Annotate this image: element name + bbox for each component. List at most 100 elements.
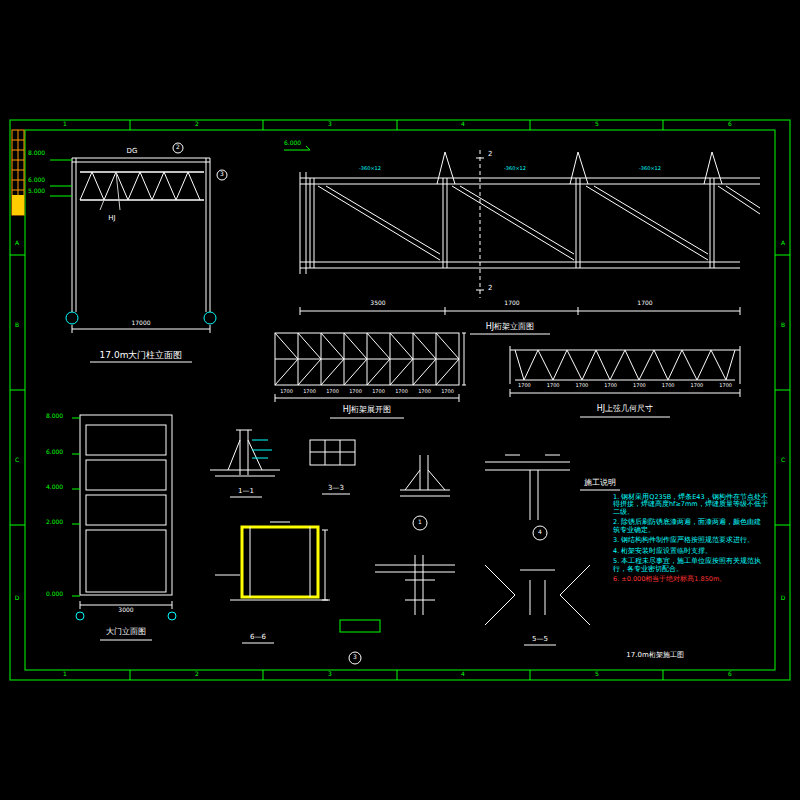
elevation-mark: 5.000 — [28, 188, 45, 195]
truss-elevation-part — [470, 334, 550, 335]
elevation-mark: 8.000 — [46, 413, 63, 420]
dimension: 3500 — [370, 300, 385, 307]
section-details-part — [210, 430, 280, 476]
elevation-mark: 0.000 — [46, 591, 63, 598]
dimension: 1700 — [518, 383, 531, 389]
elevation-mark: 4.000 — [46, 484, 63, 491]
section-details-part — [413, 516, 427, 530]
truss-plan-grid — [275, 333, 466, 418]
section-mark: 2 — [488, 284, 492, 292]
drawing-border-part — [10, 120, 790, 680]
door-elevation-part — [86, 530, 166, 592]
drawing-border — [10, 120, 790, 680]
dimension: 1700 — [441, 389, 454, 395]
section-details-part — [322, 494, 350, 495]
notes-heading-rule-part — [580, 490, 620, 491]
connection-details-part — [524, 645, 556, 646]
truss-top-chord — [510, 346, 740, 417]
callout-number: 3 — [220, 171, 224, 178]
frame-section-part — [242, 527, 318, 597]
dimension: 1700 — [303, 389, 316, 395]
revision-block-part — [12, 130, 24, 215]
notes-heading: 施工说明 — [584, 478, 616, 487]
view-title: HJ上弦几何尺寸 — [597, 404, 653, 413]
dimension: 17000 — [131, 320, 150, 327]
detail-number: 4 — [538, 529, 542, 536]
grid-number: 5 — [595, 671, 599, 678]
member-name: DG — [127, 147, 138, 155]
section-details-part — [310, 440, 355, 465]
elevation-mark: 2.000 — [46, 519, 63, 526]
revision-block-part — [12, 130, 24, 215]
dimension: 1700 — [719, 383, 732, 389]
grid-number: 2 — [195, 121, 199, 128]
grid-letter: B — [781, 322, 785, 329]
truss-plan-grid-part — [275, 333, 459, 385]
construction-note: 5. 本工程未尽事宜，施工单位应按照有关规范执行，各专业密切配合。 — [613, 558, 768, 573]
notes-heading-rule — [580, 490, 620, 491]
elevation-mark: 6.000 — [28, 177, 45, 184]
construction-note: 1. 钢材采用Q235B，焊条E43，钢构件在节点处不得拼接，焊缝高度hf≥7m… — [613, 494, 768, 516]
dimension: 3000 — [118, 607, 133, 614]
truss-top-chord-part — [515, 350, 735, 380]
portal-frame-part — [90, 362, 192, 363]
revision-block — [12, 130, 24, 215]
truss-elevation-part — [300, 307, 740, 315]
grid-letter: A — [15, 240, 19, 247]
truss-elevation-part — [300, 178, 760, 268]
portal-frame-part — [204, 312, 216, 324]
drawing-title: 17.0m桁架施工图 — [626, 651, 683, 659]
grid-number: 1 — [63, 121, 67, 128]
portal-frame-part — [72, 325, 210, 333]
plate-size: -360×12 — [639, 166, 661, 172]
truss-plan-grid-part — [275, 333, 459, 385]
member-name: HJ — [108, 214, 115, 222]
truss-plan-grid-part — [330, 418, 404, 419]
section-details-part — [230, 497, 262, 498]
truss-top-chord-part — [510, 346, 740, 384]
truss-plan-grid-part — [275, 333, 459, 385]
portal-frame-part — [100, 172, 120, 210]
truss-elevation-part — [310, 178, 714, 268]
dimension: 1700 — [395, 389, 408, 395]
truss-top-chord-part — [580, 417, 670, 418]
grid-letter: D — [781, 595, 786, 602]
portal-frame-part — [217, 170, 227, 180]
dimension: 1700 — [418, 389, 431, 395]
construction-note: 6. ±0.000相当于绝对标高1.850m。 — [613, 576, 768, 583]
section-details-part — [400, 455, 450, 496]
truss-plan-grid-part — [275, 333, 466, 402]
door-elevation-part — [168, 612, 176, 620]
elevation-mark: 8.000 — [28, 150, 45, 157]
grid-number: 6 — [728, 121, 732, 128]
plate-size: -360×12 — [504, 166, 526, 172]
grid-number: 3 — [328, 121, 332, 128]
revision-block-part — [12, 195, 24, 215]
dimension: 1700 — [372, 389, 385, 395]
construction-note: 2. 除锈后刷防锈底漆两遍，面漆两遍，颜色由建筑专业确定。 — [613, 519, 768, 534]
grid-number: 4 — [461, 121, 465, 128]
connection-details — [340, 555, 590, 664]
view-title: HJ桁架立面图 — [486, 322, 534, 331]
construction-note: 4. 桁架安装时应设置临时支撑。 — [613, 548, 768, 555]
construction-note: 3. 钢结构构件制作应严格按照规范要求进行。 — [613, 537, 768, 544]
connection-details-part — [340, 620, 380, 632]
portal-frame-part — [50, 160, 72, 196]
door-elevation-part — [100, 640, 152, 641]
dimension: 1700 — [547, 383, 560, 389]
door-elevation-part — [80, 415, 172, 595]
grid-number: 4 — [461, 671, 465, 678]
truss-top-chord-part — [510, 389, 740, 397]
grid-letter: B — [15, 322, 19, 329]
detail-number: 1 — [418, 519, 422, 526]
grid-letter: C — [781, 457, 785, 464]
door-elevation-part — [76, 612, 84, 620]
view-title: 17.0m大门柱立面图 — [100, 350, 183, 360]
dimension: 1700 — [662, 383, 675, 389]
plate-size: -360×12 — [359, 166, 381, 172]
dimension: 1700 — [504, 300, 519, 307]
elevation-mark: 6.000 — [46, 449, 63, 456]
dimension: 1700 — [633, 383, 646, 389]
elevation-mark: 6.000 — [284, 140, 301, 147]
